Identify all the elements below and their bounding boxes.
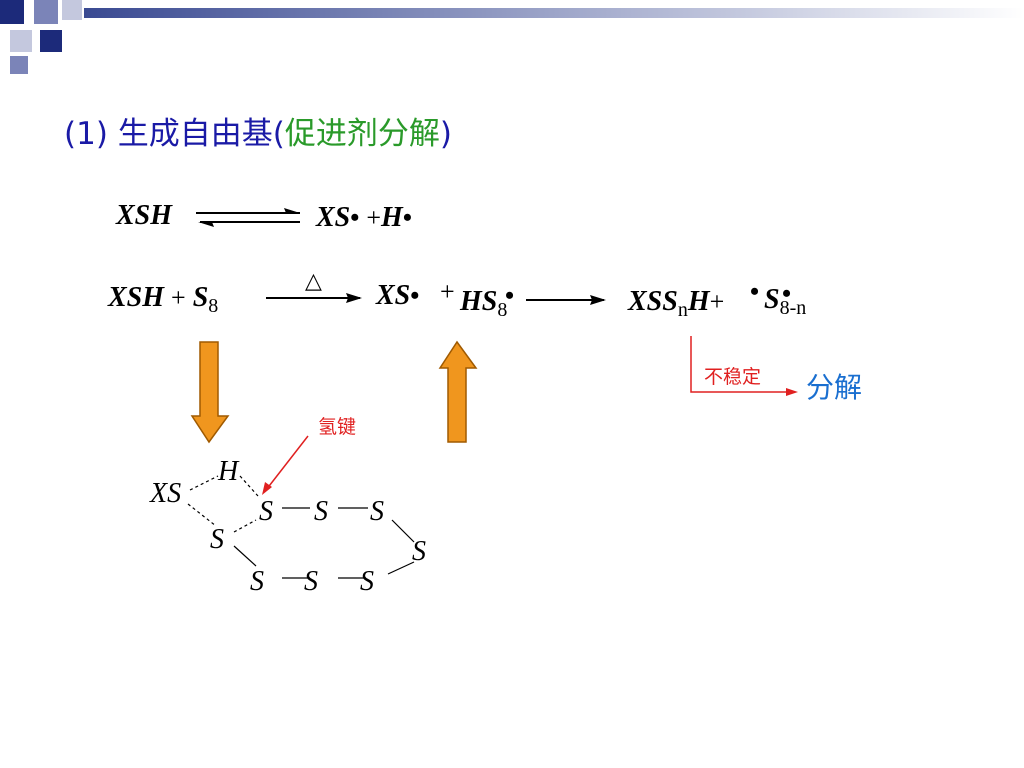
deco-square <box>0 0 24 24</box>
ring-xs: XS <box>150 478 182 509</box>
eq2-dot4: • <box>782 278 791 310</box>
eq2-p2: HS <box>460 286 498 317</box>
plus-sign: + <box>171 283 186 312</box>
eq2-r2: S <box>192 282 209 313</box>
deco-square <box>62 0 82 20</box>
ring-s2: S <box>314 496 328 527</box>
radical-dot: • <box>782 279 792 308</box>
unstable-label: 不稳定 <box>704 366 762 388</box>
radical-dot: • <box>750 277 760 306</box>
ring-s7: S <box>250 566 264 597</box>
heat-condition: △ <box>305 268 322 293</box>
title-green: 促进剂分解 <box>284 116 440 152</box>
radical-dot: • <box>505 281 515 310</box>
radical-dot: • <box>402 203 412 232</box>
deco-square <box>10 56 28 74</box>
down-arrow <box>190 341 230 444</box>
subscript: 8-n <box>779 297 807 319</box>
eq2-mid-products: XS• <box>376 280 419 312</box>
decompose-label: 分解 <box>806 371 863 404</box>
ring-s8: S <box>210 524 224 555</box>
ring-s6: S <box>304 566 318 597</box>
plus-sign: + <box>709 287 725 316</box>
plus-sign: + <box>440 277 455 306</box>
deco-square <box>34 0 58 24</box>
hbond-pointer <box>262 435 309 495</box>
subscript: 8 <box>497 299 508 321</box>
reaction-arrow <box>266 293 362 303</box>
deco-square <box>40 30 62 52</box>
eq2-dot3: • <box>750 276 759 308</box>
ring-s3: S <box>370 496 384 527</box>
eq2-p3: XSS <box>628 286 678 317</box>
equilibrium-arrow <box>196 208 300 227</box>
ring-s5: S <box>360 566 374 597</box>
slide-title: (1) 生成自由基(促进剂分解) <box>64 108 452 153</box>
eq1-reactant: XSH <box>116 200 173 231</box>
title-suffix: ) <box>439 116 452 152</box>
eq2-p2-group: HS8 <box>460 286 507 322</box>
plus-sign: + <box>366 203 382 232</box>
eq2-plus2: + <box>440 276 455 308</box>
ring-s1: S <box>259 496 273 527</box>
eq1-p1: XS <box>316 202 351 233</box>
top-bar <box>84 8 1024 18</box>
title-prefix: (1) 生成自由基( <box>64 116 285 152</box>
subscript: n <box>677 299 688 321</box>
ring-bonds <box>187 475 415 579</box>
eq1-products: XS• +H• <box>316 202 412 234</box>
reaction-arrow-2 <box>526 295 606 305</box>
unstable-arrow <box>690 336 798 396</box>
hbond-label: 氢键 <box>318 416 357 438</box>
ring-h: H <box>218 456 239 487</box>
eq2-p4-group: S8-n <box>764 284 806 320</box>
subscript: 8 <box>208 295 219 317</box>
eq2-dot2: • <box>505 280 514 312</box>
eq1-p2: H <box>381 202 403 233</box>
radical-dot: • <box>350 203 360 232</box>
eq2-reactants: XSH + S8 <box>108 282 218 318</box>
eq2-r1: XSH <box>108 282 165 313</box>
eq2-p3b: H <box>687 286 710 317</box>
deco-square <box>10 30 32 52</box>
radical-dot: • <box>410 281 420 310</box>
eq2-final-products: XSSnH+ <box>628 286 724 322</box>
eq2-p1: XS <box>376 280 411 311</box>
up-arrow <box>438 340 478 443</box>
eq2-p4: S <box>764 284 780 315</box>
ring-s4: S <box>412 536 426 567</box>
